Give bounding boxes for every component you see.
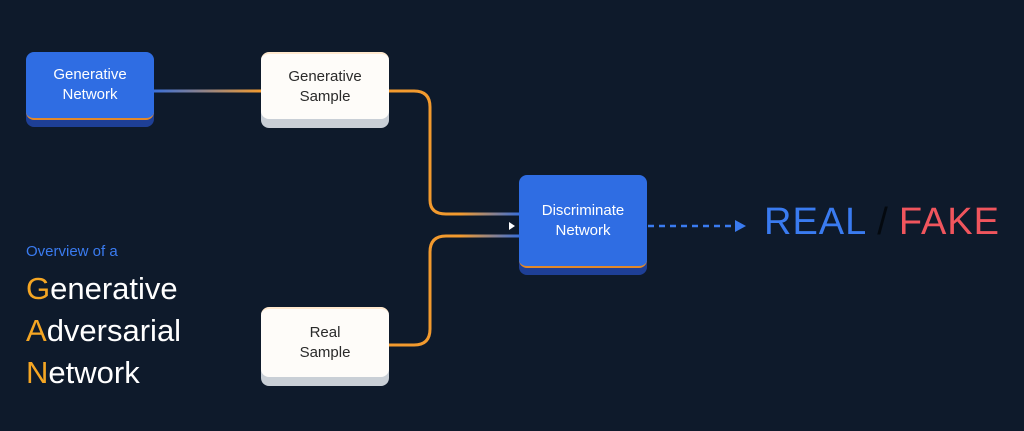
- node-label-line: Generative: [53, 66, 127, 83]
- caption-title-line: Network: [26, 355, 140, 391]
- node-label-line: Network: [62, 86, 118, 103]
- node-label-line: Real: [309, 324, 341, 341]
- node-label-line: Network: [555, 221, 611, 239]
- real-sample-node: Real Sample: [261, 307, 389, 377]
- title-rest: enerative: [50, 271, 178, 306]
- node-label-line: Generative: [288, 67, 362, 85]
- arrowhead-discriminator-in: [509, 222, 515, 230]
- title-initial: G: [26, 271, 51, 306]
- node-label-line: Discriminate: [541, 201, 625, 219]
- verdict-real: REAL: [764, 201, 868, 243]
- caption-title-line: Adversarial: [26, 313, 181, 349]
- generative-sample-node: Generative Sample: [261, 52, 389, 119]
- link-generative-sample-to-discriminator: [389, 89, 519, 216]
- verdict-label: REAL/FAKE: [764, 201, 1000, 244]
- verdict-fake: FAKE: [898, 201, 1000, 243]
- title-rest: dversarial: [46, 313, 182, 348]
- caption-title-line: Generative: [26, 271, 178, 307]
- generative-network-node: Generative Network: [26, 52, 154, 120]
- verdict-slash: /: [877, 201, 889, 243]
- title-initial: A: [26, 313, 47, 348]
- node-label-line: Sample: [299, 344, 351, 361]
- arrowhead-verdict: [735, 220, 746, 232]
- caption-subtitle: Overview of a: [26, 243, 118, 260]
- discriminate-network-node: Discriminate Network: [519, 175, 647, 268]
- title-rest: etwork: [48, 355, 140, 390]
- title-initial: N: [26, 355, 49, 390]
- link-real-sample-to-discriminator: [389, 234, 519, 347]
- node-label-line: Sample: [299, 87, 351, 105]
